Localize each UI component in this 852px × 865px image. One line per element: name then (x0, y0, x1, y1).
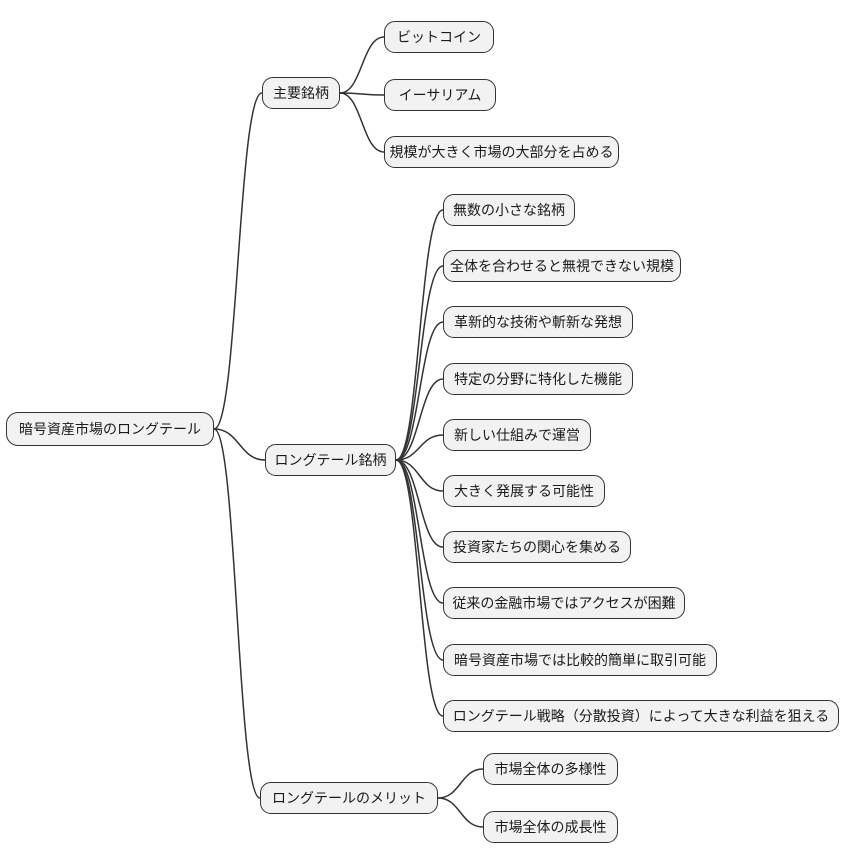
edge-major-coins-to-large-market-share (339, 92, 385, 153)
edge-longtail-to-investor-interest (395, 459, 444, 548)
edge-major-coins-to-ethereum (339, 92, 385, 96)
edge-longtail-to-non-negligible-scale (395, 265, 444, 461)
edge-merits-to-market-diversity (437, 768, 484, 799)
node-new-mechanisms: 新しい仕組みで運営 (443, 419, 591, 451)
edge-major-coins-to-bitcoin (339, 36, 385, 94)
edge-longtail-to-strategy-profit (395, 459, 444, 717)
node-non-negligible-scale: 全体を合わせると無視できない規模 (443, 250, 681, 282)
edge-longtail-to-specialized-features (395, 378, 444, 461)
node-large-market-share: 規模が大きく市場の大部分を占める (384, 136, 619, 168)
node-ethereum: イーサリアム (384, 79, 496, 111)
node-longtail-merits: ロングテールのメリット (260, 782, 438, 814)
edge-longtail-to-traditional-access-difficult (395, 459, 444, 604)
edge-root-to-major-coins (213, 92, 263, 430)
node-easy-trading-crypto: 暗号資産市場では比較的簡単に取引可能 (443, 644, 717, 676)
node-growth-potential: 大きく発展する可能性 (443, 475, 605, 507)
edge-longtail-to-easy-trading-crypto (395, 459, 444, 661)
node-traditional-access-difficult: 従来の金融市場ではアクセスが困難 (443, 587, 685, 619)
edge-root-to-longtail-coins (213, 428, 266, 461)
node-major-coins: 主要銘柄 (262, 77, 340, 109)
node-bitcoin: ビットコイン (384, 21, 494, 53)
node-longtail-strategy-profit: ロングテール戦略（分散投資）によって大きな利益を狙える (443, 700, 839, 732)
node-innovative-tech: 革新的な技術や斬新な発想 (443, 306, 633, 338)
node-countless-small-coins: 無数の小さな銘柄 (443, 194, 575, 226)
edge-root-to-longtail-merits (213, 428, 261, 799)
node-longtail-coins: ロングテール銘柄 (265, 444, 396, 476)
edge-longtail-to-innovative-tech (395, 321, 444, 461)
edge-longtail-to-new-mechanisms (395, 434, 444, 461)
node-root: 暗号資産市場のロングテール (6, 412, 214, 446)
edge-merits-to-market-growth (437, 797, 484, 828)
edge-longtail-to-countless-small-coins (395, 209, 444, 461)
edge-longtail-to-growth-potential (395, 459, 444, 492)
node-market-growth: 市場全体の成長性 (483, 811, 618, 843)
node-specialized-features: 特定の分野に特化した機能 (443, 363, 633, 395)
node-market-diversity: 市場全体の多様性 (483, 753, 618, 785)
node-investor-interest: 投資家たちの関心を集める (443, 531, 631, 563)
